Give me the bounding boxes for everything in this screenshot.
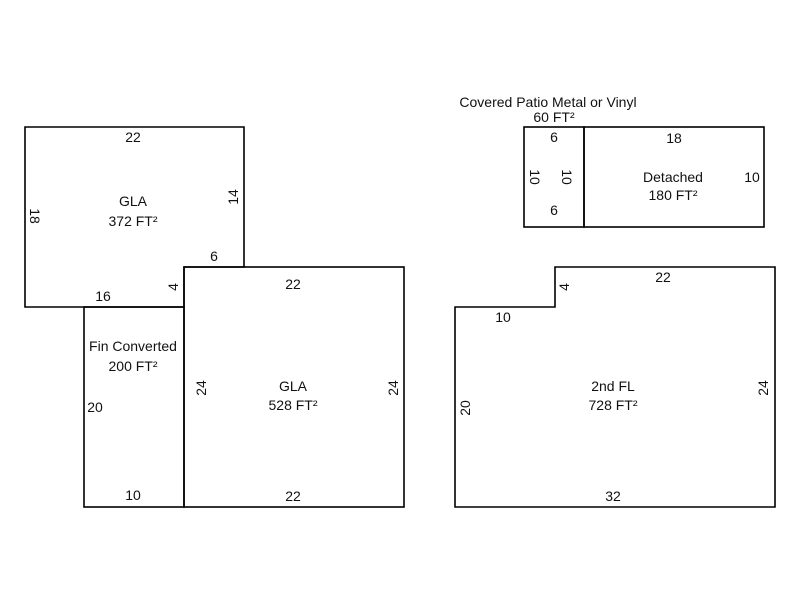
covered-patio-dim-left: 10	[527, 169, 543, 185]
fin-converted-dim-left: 20	[87, 399, 103, 415]
gla-2-dim-bottom: 22	[285, 488, 301, 504]
gla-1-dim-step-v: 4	[165, 283, 181, 291]
detached-name: Detached	[643, 169, 703, 185]
fin-converted-area: 200 FT²	[108, 358, 158, 374]
gla-1-area: 372 FT²	[108, 213, 158, 229]
gla-1-name: GLA	[118, 193, 148, 209]
gla-2-name: GLA	[278, 378, 308, 394]
gla-2-outline	[183, 266, 405, 508]
covered-patio-area: 60 FT²	[533, 109, 575, 125]
second-floor-dim-left: 20	[457, 400, 473, 416]
detached-dim-right: 10	[744, 169, 760, 185]
gla-1-dim-bottom: 16	[95, 288, 111, 304]
gla-1-dim-right: 14	[225, 189, 241, 205]
gla-2-dim-top: 22	[285, 276, 301, 292]
second-floor-dim-right: 24	[755, 380, 771, 396]
second-floor-dim-step-h: 10	[495, 309, 511, 325]
detached-dim-top: 18	[666, 130, 682, 146]
second-floor-dim-top: 22	[655, 269, 671, 285]
second-floor-name: 2nd FL	[591, 378, 635, 394]
gla-2-dim-right: 24	[385, 380, 401, 396]
second-floor-dim-step-v: 4	[556, 283, 572, 291]
covered-patio-dim-top: 6	[550, 129, 558, 145]
gla-1-dim-top: 22	[125, 129, 141, 145]
second-floor-outline	[454, 266, 776, 508]
gla-2-area: 528 FT²	[268, 397, 318, 413]
second-floor-dim-bottom: 32	[605, 488, 621, 504]
gla-2-dim-left: 24	[193, 380, 209, 396]
fin-converted-dim-bottom: 10	[125, 487, 141, 503]
gla-1-dim-left: 18	[27, 208, 43, 224]
covered-patio-dim-right: 10	[559, 169, 575, 185]
detached-outline	[583, 126, 765, 228]
detached-area: 180 FT²	[648, 187, 698, 203]
fin-converted-name: Fin Converted	[89, 338, 177, 354]
second-floor-area: 728 FT²	[588, 397, 638, 413]
gla-1-dim-step-h: 6	[210, 248, 218, 264]
covered-patio-name: Covered Patio Metal or Vinyl	[459, 94, 637, 110]
covered-patio-dim-bottom: 6	[550, 202, 558, 218]
